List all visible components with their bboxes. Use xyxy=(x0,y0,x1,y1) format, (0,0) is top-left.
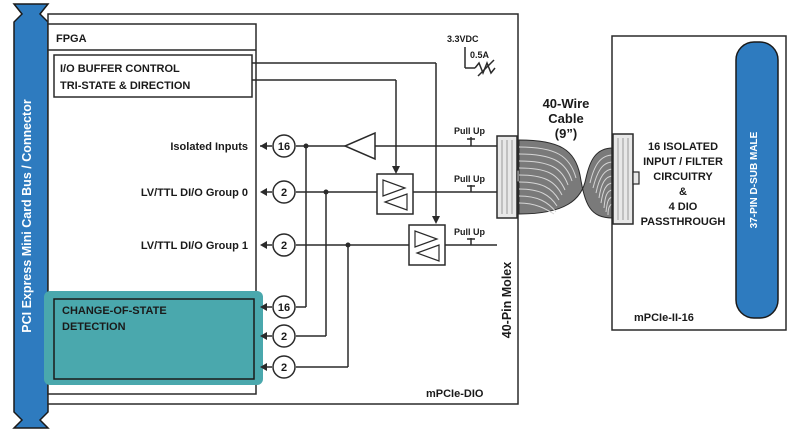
count-isolated: 16 xyxy=(278,141,290,153)
pullup-label-2: Pull Up xyxy=(454,174,486,184)
cos-highlight xyxy=(44,291,263,385)
fuse-slash xyxy=(477,59,495,77)
cable-body xyxy=(518,139,614,219)
pci-bus-bar xyxy=(12,3,50,429)
io-buffer-line2: TRI-STATE & DIRECTION xyxy=(60,80,190,92)
junction-group0 xyxy=(323,189,329,195)
cos-detection-block xyxy=(53,298,255,380)
molex-connector: 40-Pin Molex xyxy=(496,135,524,338)
arrow-isolated xyxy=(260,142,267,150)
pci-express-bus: PCI Express Mini Card Bus / Connector xyxy=(12,3,50,429)
cable-label-1: 40-Wire xyxy=(543,96,590,111)
count-circle-group1 xyxy=(272,233,296,257)
cable-stripes-right xyxy=(589,154,614,216)
arrow-dir-ctrl-1 xyxy=(432,216,440,224)
count-group0: 2 xyxy=(281,187,287,199)
dsub-connector: 37-PIN D-SUB MALE xyxy=(735,41,779,319)
io-buffer-control-block xyxy=(53,54,253,98)
count-circles: 16 2 2 16 2 2 xyxy=(272,134,296,379)
daughter-line4: & xyxy=(679,186,687,198)
count-circle-isolated xyxy=(272,134,296,158)
junction-group1 xyxy=(345,242,351,248)
signal-label-isolated: Isolated Inputs xyxy=(170,141,248,153)
pullup-label-1: Pull Up xyxy=(454,126,486,136)
cable-label-3: (9”) xyxy=(555,126,577,141)
transceiver-1-tri-b xyxy=(415,244,440,262)
molex-label: 40-Pin Molex xyxy=(500,262,514,338)
isolated-input-buffer xyxy=(343,131,376,161)
daughter-line6: PASSTHROUGH xyxy=(641,216,726,228)
pull-ups: Pull Up Pull Up Pull Up xyxy=(454,126,486,245)
transceiver-0-tri-a xyxy=(382,179,407,197)
cos-line2: DETECTION xyxy=(62,321,126,333)
count-cos-isolated: 16 xyxy=(278,302,290,314)
transceiver-0-tri-b xyxy=(383,193,408,211)
daughter-connector-latch xyxy=(632,171,640,185)
ribbon-cable: 40-Wire Cable (9”) xyxy=(518,96,614,219)
cos-line1: CHANGE-OF-STATE xyxy=(62,305,167,317)
count-cos-group0: 2 xyxy=(281,331,287,343)
board-label: mPCIe-DIO xyxy=(426,388,484,400)
junction-isolated xyxy=(303,143,309,149)
count-circle-cos-group0 xyxy=(272,324,296,348)
dsub-body xyxy=(735,41,779,319)
count-group1: 2 xyxy=(281,240,287,252)
count-circle-cos-isolated xyxy=(272,295,296,319)
cable-stripes-left xyxy=(518,146,577,215)
cable-label-2: Cable xyxy=(548,111,583,126)
pci-bus-label: PCI Express Mini Card Bus / Connector xyxy=(20,99,34,333)
power-supply: 3.3VDC 0.5A xyxy=(447,34,496,77)
signal-label-group0: LV/TTL DI/O Group 0 xyxy=(141,187,248,199)
daughter-line5: 4 DIO xyxy=(669,201,698,213)
transceiver-group1 xyxy=(408,224,446,266)
daughter-line3: CIRCUITRY xyxy=(653,171,713,183)
daughter-line1: 16 ISOLATED xyxy=(648,141,718,153)
count-circle-group0 xyxy=(272,180,296,204)
signal-label-group1: LV/TTL DI/O Group 1 xyxy=(141,240,248,252)
io-buffer-line1: I/O BUFFER CONTROL xyxy=(60,63,180,75)
transceiver-1-tri-a xyxy=(414,230,439,248)
power-fuse: 0.5A xyxy=(470,50,490,60)
pullup-label-3: Pull Up xyxy=(454,227,486,237)
count-cos-group1: 2 xyxy=(281,362,287,374)
count-circle-cos-group1 xyxy=(272,355,296,379)
daughter-line2: INPUT / FILTER xyxy=(643,156,723,168)
dsub-label: 37-PIN D-SUB MALE xyxy=(749,131,760,228)
daughter-name: mPCIe-II-16 xyxy=(634,312,694,324)
fpga-title: FPGA xyxy=(56,33,87,45)
transceiver-group0 xyxy=(376,173,414,215)
arrow-dir-ctrl-0 xyxy=(392,166,400,174)
daughter-connector xyxy=(612,133,640,225)
power-voltage: 3.3VDC xyxy=(447,34,479,44)
